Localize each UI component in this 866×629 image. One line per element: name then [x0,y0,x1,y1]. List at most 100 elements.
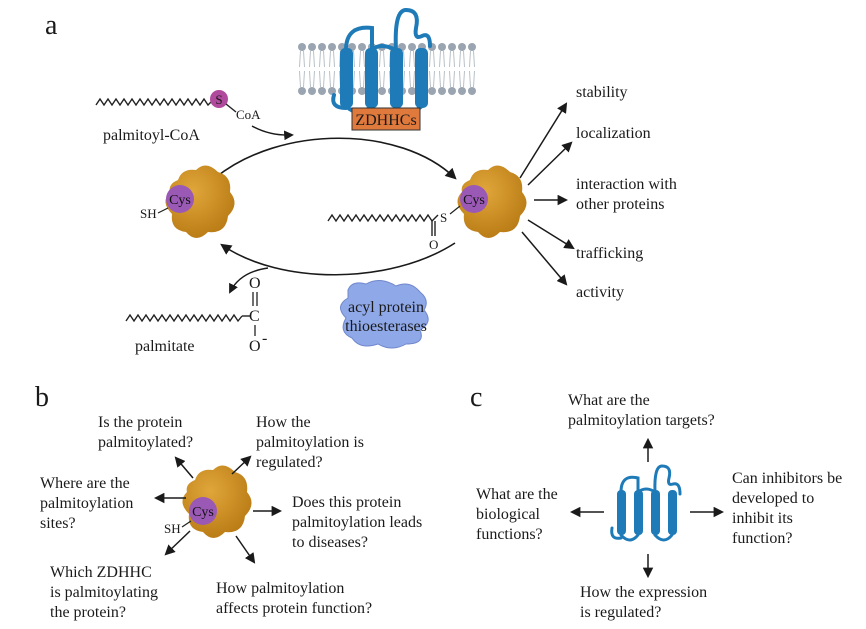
palmitate-chain [125,313,243,323]
carboxyl-c: C [249,308,260,325]
lipid-tail-icon [429,70,435,88]
b-question-3-line2: palmitoylation [40,495,133,512]
lipid-head-icon [328,43,336,51]
protein-palmitoylated-icon [457,165,527,238]
lipid-tail-icon [329,50,335,68]
lipid-head-icon [438,43,446,51]
lipid-tail-icon [429,50,435,68]
arrow-b-q6 [235,535,256,564]
lipid-tail-icon [329,70,335,88]
carboxyl-charge: - [262,330,267,347]
sulfur-atom-icon [210,90,228,108]
lipid-tail-icon [409,70,415,88]
cell-membrane [298,43,476,95]
lipid-head-icon [428,87,436,95]
lipid-head-icon [378,87,386,95]
lipid-head-icon [468,43,476,51]
outcome-stability: stability [576,84,628,101]
arrow-b-q1 [174,456,194,479]
b-question-6-line1: How palmitoylation [216,580,344,597]
panel-label-b: b [35,382,49,413]
lipid-tail-icon [449,50,455,68]
lipid-head-icon [408,43,416,51]
palmitate-release-arrow [229,267,269,294]
attached-palmitoyl-chain [327,213,433,223]
b-question-2-line3: regulated? [256,454,323,471]
lipid-head-icon [448,87,456,95]
arrow-activity [521,231,568,286]
b-question-4-line1: Does this protein [292,494,401,511]
c-question-3-line1: Can inhibitors be [732,470,842,487]
thioesterase-label-line2: thioesterases [345,318,427,335]
lipid-head-icon [448,43,456,51]
thioester-s-label: S [440,210,447,225]
lipid-tail-icon [409,50,415,68]
lipid-head-icon [318,43,326,51]
lipid-tail-icon [449,70,455,88]
b-question-4-line3: to diseases? [292,534,368,551]
lipid-tail-icon [439,70,445,88]
b-question-5-line1: Which ZDHHC [50,564,152,581]
lipid-tail-icon [459,50,465,68]
lipid-tail-icon [299,70,305,88]
b-question-4-line2: palmitoylation leads [292,514,422,531]
lipid-tail-icon [439,50,445,68]
arrow-b-q5 [164,530,191,556]
c-question-2-line2: biological [476,506,541,523]
lipid-head-icon [318,87,326,95]
c-question-4-line2: is regulated? [580,604,661,621]
c-question-2-line3: functions? [476,526,543,543]
outcome-localization: localization [576,125,651,142]
zdhhc-enzyme-label: ZDHHCs [355,112,416,129]
arrow-b-q2 [231,455,252,475]
b-question-5-line3: the protein? [50,604,126,621]
lipid-tail-icon [379,70,385,88]
b-question-2-line2: palmitoylation is [256,434,364,451]
zdhhc-enzyme-box [351,107,421,131]
palmitoyl-coa-label: palmitoyl-CoA [103,127,200,144]
sh-label-left: SH [140,206,157,221]
palmitoyl-chain [95,97,213,107]
arrow-stability [519,102,568,179]
cys-label-b: Cys [192,505,214,520]
zdhhc-protein-c-icon [610,464,682,542]
lipid-tail-icon [319,70,325,88]
outcome-activity: activity [576,284,624,301]
lipid-head-icon [298,87,306,95]
panel-label-a: a [45,10,58,41]
cys-label-right: Cys [463,193,485,208]
zdhhc-transmembrane-protein [331,7,432,114]
b-question-6-line2: affects protein function? [216,600,372,617]
lipid-tail-icon [299,50,305,68]
b-question-5-line2: is palmitoylating [50,584,158,601]
lipid-head-icon [328,87,336,95]
acylation-arrow [214,137,457,180]
lipid-head-icon [458,43,466,51]
c-question-3-line3: inhibit its [732,510,793,527]
carboxyl-o-bottom: O [249,338,261,355]
lipid-head-icon [468,87,476,95]
c-question-3-line2: developed to [732,490,814,507]
c-question-3-line4: function? [732,530,792,547]
lipid-tail-icon [319,50,325,68]
lipid-head-icon [458,87,466,95]
lipid-head-icon [358,87,366,95]
cys-label-left: Cys [169,193,191,208]
arrow-localization [527,141,573,186]
lipid-tail-icon [359,70,365,88]
coa-input-arrow [251,125,294,141]
palmitate-label: palmitate [135,338,195,355]
thioesterase-enzyme-icon [340,280,429,349]
lipid-tail-icon [379,50,385,68]
lipid-head-icon [308,87,316,95]
sh-label-b: SH [164,521,181,536]
c-question-2-line1: What are the [476,486,558,503]
c-question-1-line2: palmitoylation targets? [568,412,715,429]
outcome-interaction-line1: interaction with [576,176,677,193]
protein-unmodified-icon [165,165,235,238]
thioesterase-label-line1: acyl protein [348,299,424,316]
arrow-trafficking [527,219,575,250]
panel-label-c: c [470,382,482,413]
lipid-head-icon [438,87,446,95]
